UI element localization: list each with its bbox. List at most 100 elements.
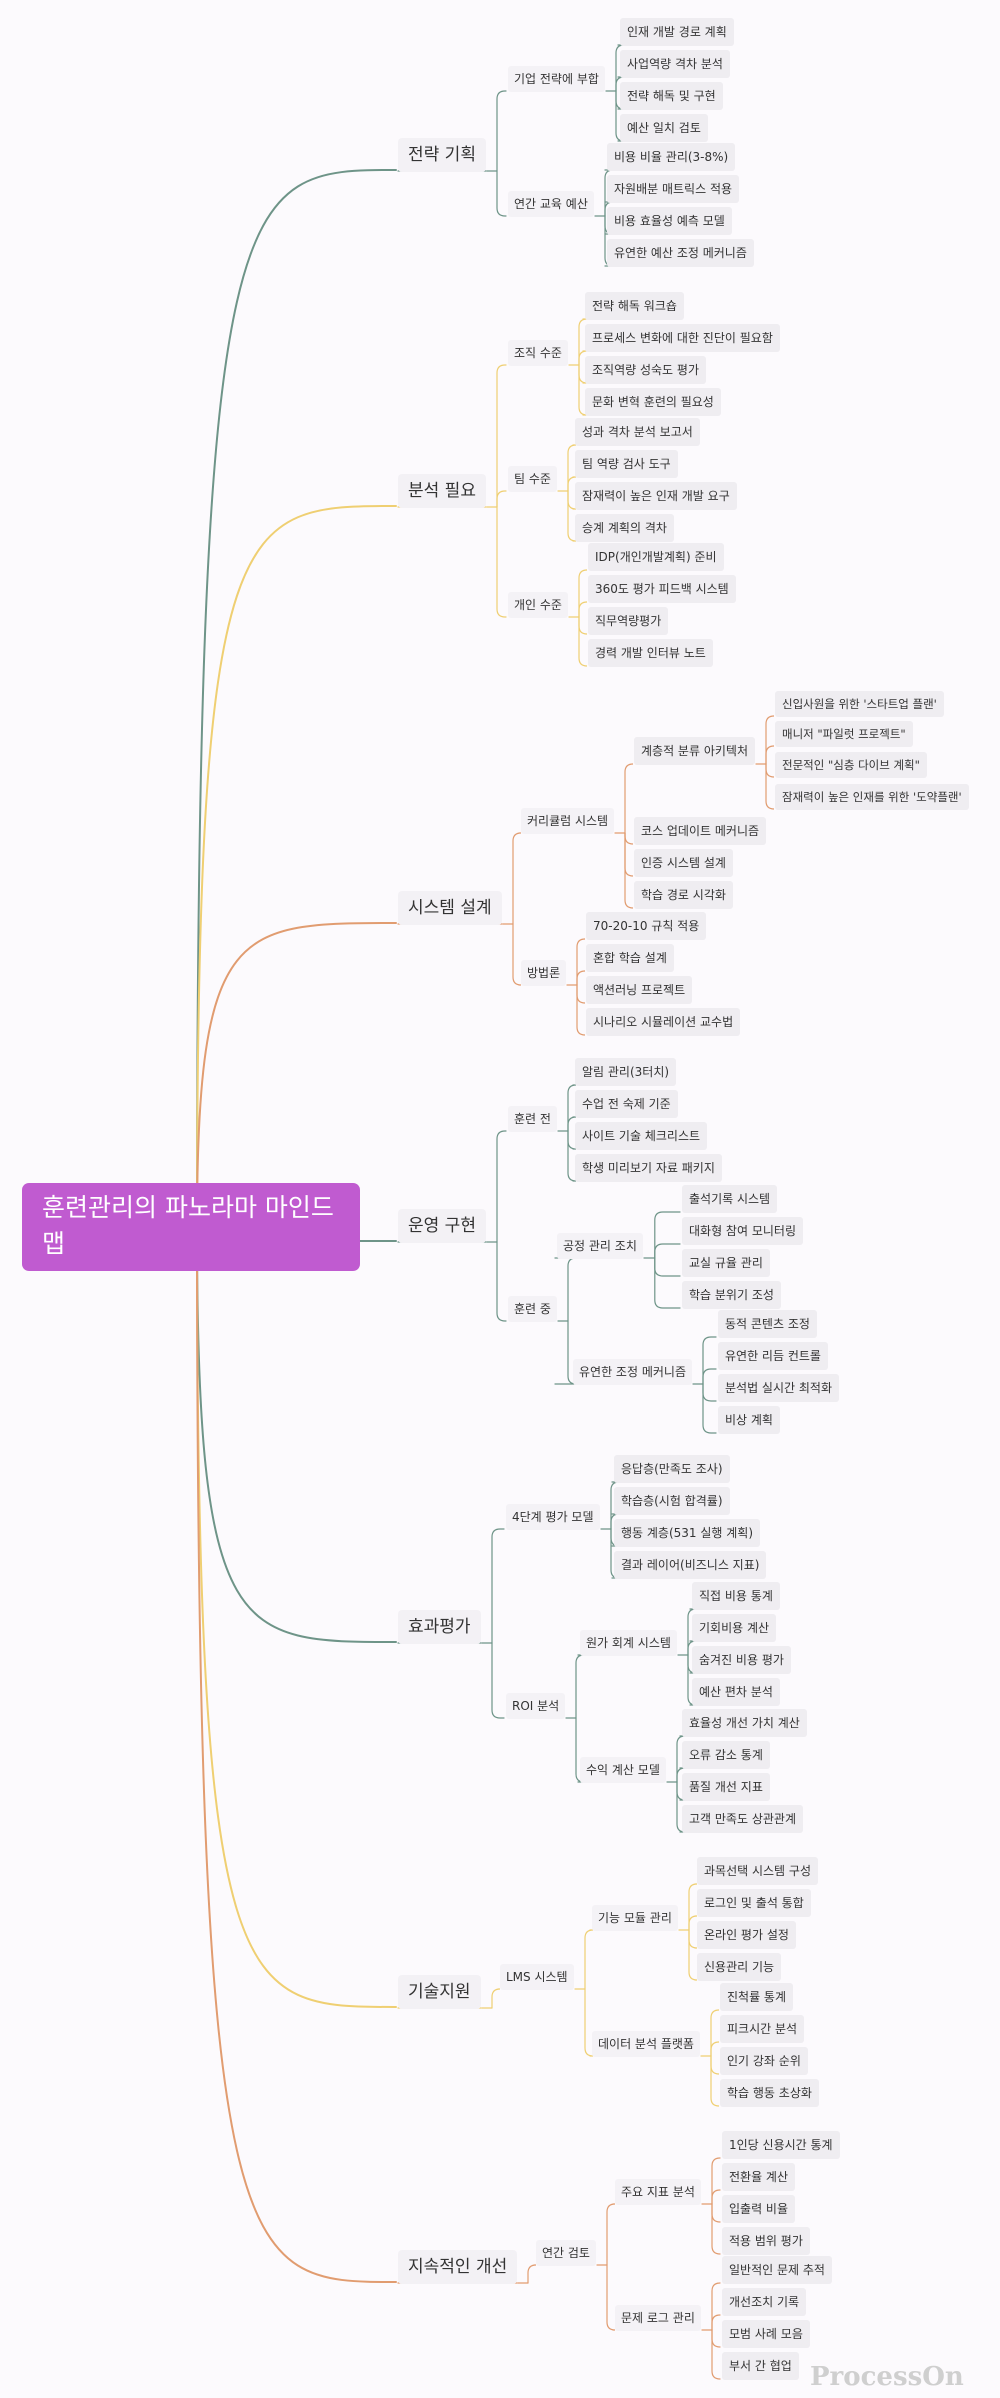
topic-in-training[interactable]: 훈련 중 [508,1296,557,1322]
item-progress-stats[interactable]: 진척률 통계 [720,1983,794,2011]
item-talent-path[interactable]: 인재 개발 경로 계획 [620,18,734,46]
topic-annual-review[interactable]: 연간 검토 [536,2240,596,2266]
item-startup-plan[interactable]: 신입사원을 위한 '스타트업 플랜' [775,691,944,717]
item-direct-cost[interactable]: 직접 비용 통계 [692,1582,780,1610]
item-org-maturity[interactable]: 조직역량 성숙도 평가 [585,356,706,384]
item-strategy-workshop[interactable]: 전략 해독 워크숍 [585,292,684,320]
branch-continuous-improvement[interactable]: 지속적인 개선 [398,2250,518,2284]
branch-needs-analysis[interactable]: 분석 필요 [398,474,486,508]
item-best-practice[interactable]: 모범 사례 모음 [722,2320,810,2348]
item-360-feedback[interactable]: 360도 평가 피드백 시스템 [588,575,736,603]
branch-system-design[interactable]: 시스템 설계 [398,891,502,925]
topic-issue-log[interactable]: 문제 로그 관리 [615,2305,701,2331]
item-gap-report[interactable]: 성과 격차 분석 보고서 [575,418,700,446]
item-capability-gap[interactable]: 사업역량 격차 분석 [620,50,730,78]
item-reminder[interactable]: 알림 관리(3터치) [575,1058,677,1086]
item-quality-index[interactable]: 품질 개선 지표 [682,1773,770,1801]
item-efficiency-value[interactable]: 효율성 개선 가치 계산 [682,1709,807,1737]
item-idp[interactable]: IDP(개인개발계획) 준비 [588,543,724,571]
item-team-tool[interactable]: 팀 역량 검사 도구 [575,450,678,478]
branch-operations[interactable]: 운영 구현 [398,1209,486,1243]
item-conversion-rate[interactable]: 전환율 계산 [722,2163,796,2191]
item-flex-budget[interactable]: 유연한 예산 조정 메커니즘 [607,239,754,267]
item-hipo-needs[interactable]: 잠재력이 높은 인재 개발 요구 [575,482,737,510]
item-homework[interactable]: 수업 전 숙제 기준 [575,1090,678,1118]
item-results[interactable]: 결과 레이어(비즈니스 지표) [614,1551,767,1579]
item-simulation[interactable]: 시나리오 시뮬레이션 교수법 [586,1008,741,1036]
item-pilot-project[interactable]: 매니저 "파일럿 프로젝트" [775,721,913,747]
topic-curriculum[interactable]: 커리큘럼 시스템 [521,808,615,834]
item-certification[interactable]: 인증 시스템 설계 [634,849,733,877]
item-strategy-decode[interactable]: 전략 해독 및 구현 [620,82,723,110]
item-70-20-10[interactable]: 70-20-10 규칙 적용 [586,912,707,940]
topic-pre-training[interactable]: 훈련 전 [508,1106,557,1132]
item-hidden-cost[interactable]: 숨겨진 비용 평가 [692,1646,791,1674]
item-login-attendance[interactable]: 로그인 및 출석 통합 [697,1889,811,1917]
item-peak-time[interactable]: 피크시간 분석 [720,2015,805,2043]
item-behavior[interactable]: 행동 계층(531 실행 계획) [614,1519,761,1547]
topic-cost-accounting[interactable]: 원가 회계 시스템 [580,1630,677,1656]
topic-align-corporate-strategy[interactable]: 기업 전략에 부합 [508,66,605,92]
item-cost-model[interactable]: 비용 효율성 예측 모델 [607,207,732,235]
item-common-issues[interactable]: 일반적인 문제 추적 [722,2256,832,2284]
topic-roi[interactable]: ROI 분석 [506,1693,566,1719]
item-attendance[interactable]: 출석기록 시스템 [682,1185,778,1213]
topic-revenue-model[interactable]: 수익 계산 모델 [580,1757,666,1783]
item-leap-plan[interactable]: 잠재력이 높은 인재를 위한 '도약플랜' [775,784,969,810]
item-error-reduction[interactable]: 오류 감소 통계 [682,1741,770,1769]
item-rhythm-control[interactable]: 유연한 리듬 컨트롤 [718,1342,828,1370]
topic-org-level[interactable]: 조직 수준 [508,340,568,366]
item-credit-hours[interactable]: 1인당 신용시간 통계 [722,2131,840,2159]
topic-individual-level[interactable]: 개인 수준 [508,592,568,618]
item-job-competency[interactable]: 직무역량평가 [588,607,669,635]
topic-process-control[interactable]: 공정 관리 조치 [557,1233,643,1259]
topic-key-metrics[interactable]: 주요 지표 분석 [615,2179,701,2205]
item-popular-courses[interactable]: 인기 강좌 순위 [720,2047,808,2075]
item-coverage[interactable]: 적용 범위 평가 [722,2227,810,2255]
item-cross-dept[interactable]: 부서 간 협업 [722,2352,799,2380]
item-discipline[interactable]: 교실 규율 관리 [682,1249,770,1277]
item-improvement-log[interactable]: 개선조치 기록 [722,2288,807,2316]
branch-tech-support[interactable]: 기술지원 [398,1975,481,2009]
item-career-notes[interactable]: 경력 개발 인터뷰 노트 [588,639,713,667]
item-deep-dive[interactable]: 전문적인 "심층 다이브 계획" [775,752,927,778]
item-online-eval[interactable]: 온라인 평가 설정 [697,1921,796,1949]
item-io-ratio[interactable]: 입출력 비율 [722,2195,796,2223]
item-credit-manage[interactable]: 신용관리 기능 [697,1953,782,1981]
item-contingency[interactable]: 비상 계획 [718,1406,780,1434]
branch-evaluation[interactable]: 효과평가 [398,1610,481,1644]
item-tier-architecture[interactable]: 계층적 분류 아키텍처 [634,737,755,765]
item-process-diagnosis[interactable]: 프로세스 변화에 대한 진단이 필요함 [585,324,780,352]
item-blended[interactable]: 혼합 학습 설계 [586,944,674,972]
item-course-update[interactable]: 코스 업데이트 메커니즘 [634,817,767,845]
root-node[interactable]: 훈련관리의 파노라마 마인드맵 [22,1183,360,1271]
topic-team-level[interactable]: 팀 수준 [508,466,557,492]
item-dynamic-content[interactable]: 동적 콘텐츠 조정 [718,1310,817,1338]
item-realtime-opt[interactable]: 분석법 실시간 최적화 [718,1374,839,1402]
item-path-visual[interactable]: 학습 경로 시각화 [634,881,733,909]
item-preview-pack[interactable]: 학생 미리보기 자료 패키지 [575,1154,722,1182]
item-customer-satisfaction[interactable]: 고객 만족도 상관관계 [682,1805,803,1833]
topic-flex-adjust[interactable]: 유연한 조정 메커니즘 [573,1359,692,1385]
item-budget-match[interactable]: 예산 일치 검토 [620,114,708,142]
item-action-learning[interactable]: 액션러닝 프로젝트 [586,976,693,1004]
topic-4-level-model[interactable]: 4단계 평가 모델 [506,1504,600,1530]
item-engagement[interactable]: 대화형 참여 모니터링 [682,1217,803,1245]
branch-strategic-planning[interactable]: 전략 기획 [398,138,486,172]
topic-data-platform[interactable]: 데이터 분석 플랫폼 [592,2031,700,2057]
topic-function-modules[interactable]: 기능 모듈 관리 [592,1905,678,1931]
item-reaction[interactable]: 응답층(만족도 조사) [614,1455,730,1483]
item-behavior-portrait[interactable]: 학습 행동 초상화 [720,2079,819,2107]
item-atmosphere[interactable]: 학습 분위기 조성 [682,1281,781,1309]
topic-methodology[interactable]: 방법론 [521,960,567,986]
item-cost-ratio[interactable]: 비용 비율 관리(3-8%) [607,143,736,171]
item-opportunity-cost[interactable]: 기회비용 계산 [692,1614,777,1642]
item-succession-gap[interactable]: 승계 계획의 격차 [575,514,674,542]
item-culture-change[interactable]: 문화 변혁 훈련의 필요성 [585,388,721,416]
topic-annual-budget[interactable]: 연간 교육 예산 [508,191,594,217]
item-resource-matrix[interactable]: 자원배분 매트릭스 적용 [607,175,740,203]
item-budget-variance[interactable]: 예산 편차 분석 [692,1678,780,1706]
topic-lms[interactable]: LMS 시스템 [500,1964,574,1990]
item-course-selection[interactable]: 과목선택 시스템 구성 [697,1857,818,1885]
item-site-checklist[interactable]: 사이트 기술 체크리스트 [575,1122,708,1150]
